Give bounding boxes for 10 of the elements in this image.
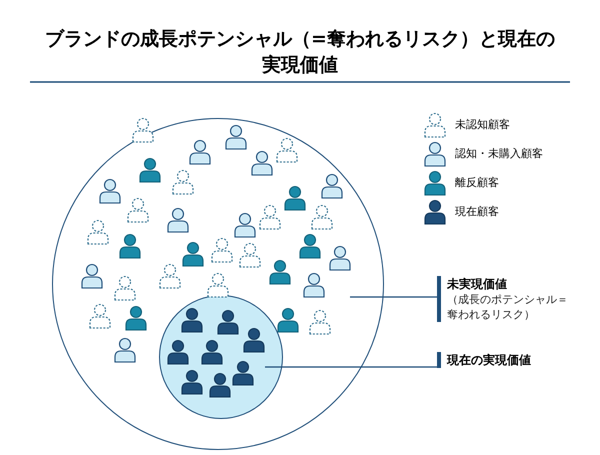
leader-line xyxy=(265,366,437,368)
annotation-heading: 現在の実現価値 xyxy=(447,352,531,368)
annotation-heading: 未実現価値 xyxy=(447,276,508,292)
legend-label: 認知・未購入顧客 xyxy=(455,146,543,161)
diagram-title: ブランドの成長ポテンシャル（=奪われるリスク）と現在の実現価値 xyxy=(44,27,556,78)
legend-label: 離反顧客 xyxy=(455,175,499,190)
legend-label: 現在顧客 xyxy=(455,204,499,219)
leader-line xyxy=(350,296,437,298)
annotation-note: （成長のポテンシャル＝奪われるリスク） xyxy=(447,292,569,322)
legend-label: 未認知顧客 xyxy=(455,117,510,132)
